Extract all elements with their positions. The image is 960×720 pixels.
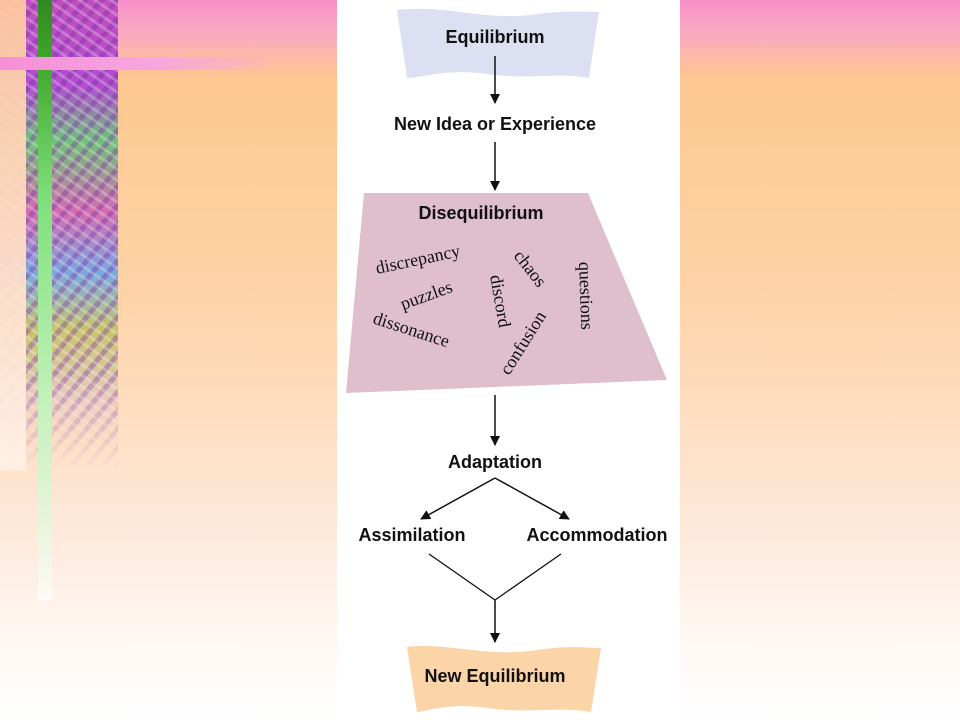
assimilation-label: Assimilation xyxy=(358,525,465,545)
disequilibrium-label: Disequilibrium xyxy=(418,203,543,223)
new-equilibrium-label: New Equilibrium xyxy=(424,666,565,686)
equilibrium-banner xyxy=(397,8,599,79)
arrow-adaptation-to-assimilation xyxy=(420,477,496,520)
adaptation-label: Adaptation xyxy=(448,452,542,472)
new-equilibrium-banner xyxy=(407,646,601,712)
line-assimilation-merge xyxy=(428,553,496,601)
pink-horizontal-bar xyxy=(0,57,280,70)
mosaic-left-fade xyxy=(0,0,26,470)
disequilibrium-box xyxy=(346,193,667,393)
piaget-adaptation-flowchart: Equilibrium New Idea or Experience Diseq… xyxy=(346,8,668,712)
line-accommodation-merge xyxy=(494,553,562,601)
new-idea-label: New Idea or Experience xyxy=(394,114,596,134)
word-questions: questions xyxy=(575,261,597,330)
accommodation-label: Accommodation xyxy=(526,525,667,545)
arrow-adaptation-to-accommodation xyxy=(494,477,570,520)
green-vertical-bar xyxy=(38,0,52,600)
equilibrium-label: Equilibrium xyxy=(446,27,545,47)
